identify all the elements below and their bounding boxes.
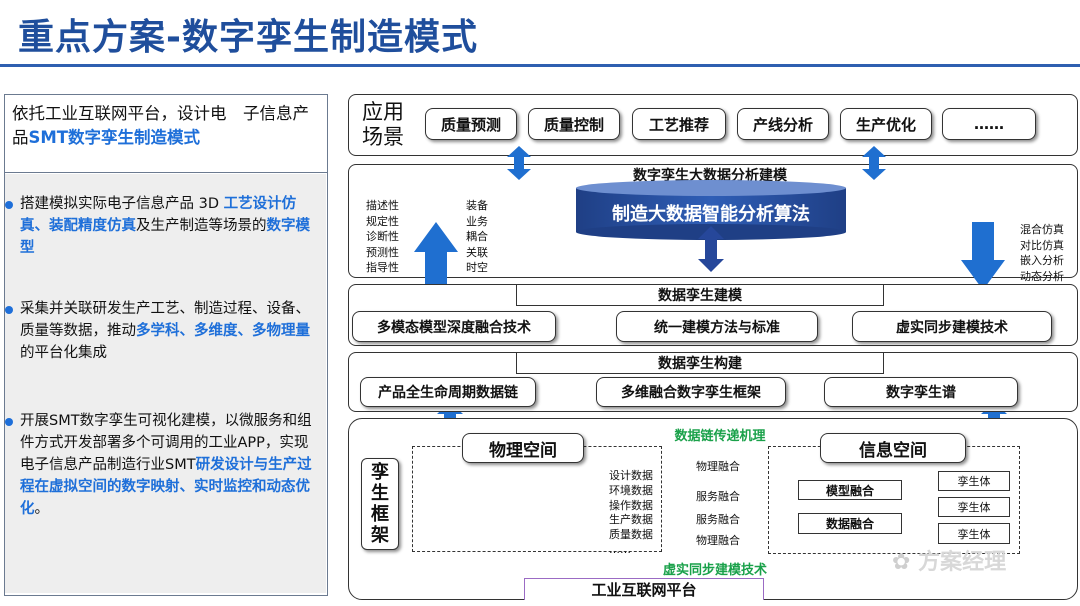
data-list-item: 操作数据 [609,498,653,512]
platform-label: 工业互联网平台 [524,578,764,600]
analytics-left-col1: 描述性 规定性 诊断性 预测性 指导性 [366,198,399,276]
scenario-quality-control: 质量控制 [528,108,620,140]
bullet-1-a: 搭建模拟实际电子信息产品 3D [20,196,224,212]
bullet-dot [5,201,13,209]
bullet-2-hl: 多学科、多维度、多物理量 [136,323,310,339]
top-link-label: 数据链传递机理 [674,428,766,444]
analytics-term: 时空 [466,261,488,274]
modeling-unified: 统一建模方法与标准 [616,311,818,342]
analytics-term: 装备 [466,199,488,212]
arrow-label: 物理融合 [696,460,740,473]
info-space-title: 信息空间 [820,433,966,463]
model-fusion-box: 模型融合 [798,480,902,500]
bullet-dot [5,418,13,426]
twin-box: 孪生体 [938,471,1010,491]
page-title: 重点方案-数字孪生制造模式 [18,17,478,58]
physical-space-area [412,446,662,552]
data-list-item: 设计数据 [609,469,653,482]
double-arrow-icon [507,146,531,180]
modeling-multimodal: 多模态模型深度融合技术 [352,311,556,342]
analytics-term: 关联 [466,245,488,259]
bottom-link-label: 虚实同步建模技术 [662,562,767,578]
framework-side-label: 孪 生 框 架 [361,458,399,550]
bullet-dot [5,306,13,314]
intro-highlight: SMT数字孪生制造模式 [28,128,201,147]
arrow-label: 服务融合 [696,513,740,526]
wechat-icon: ✿ [892,550,919,575]
analytics-title: 数字孪生大数据分析建模 [633,168,787,184]
bullet-1: 搭建模拟实际电子信息产品 3D 工艺设计仿真、装配精度仿真及生产制造等场景的数字… [5,193,320,259]
bullet-3: 开展SMT数字孪生可视化建模，以微服务和组件方式开发部署多个可调用的工业APP，… [5,410,320,520]
construction-title: 数据孪生构建 [516,352,884,374]
analytics-right-col: 混合仿真 对比仿真 嵌入分析 动态分析 [1020,222,1064,284]
intro-text-a: 依托工业互联网平台，设计电 子信息产品 [12,104,309,147]
analytics-term: 预测性 [366,245,399,259]
double-arrow-icon [862,146,886,180]
analytics-term: 对比仿真 [1020,238,1064,252]
analytics-term: 规定性 [366,214,399,228]
intro-divider [4,172,327,173]
framework-side-char: 孪 [371,462,389,483]
data-fusion-box: 数据融合 [798,513,902,534]
data-list: 设计数据 环境数据 操作数据 生产数据 质量数据 …… [609,469,653,558]
data-list-item: 质量数据 [609,528,653,542]
physical-space-title: 物理空间 [462,433,584,463]
scenario-more: …… [942,108,1036,140]
bullet-1-hl1: 工艺设计仿真、装配精度仿真 [20,196,297,234]
twin-box: 孪生体 [938,523,1010,544]
scenario-process-recommendation: 工艺推荐 [632,108,726,140]
title-divider [0,64,1080,67]
analytics-term: 耦合 [466,230,488,243]
framework-side-char: 架 [371,525,389,546]
data-list-item: 环境数据 [609,483,653,497]
modeling-title: 数据孪生建模 [516,284,884,306]
intro-text: 依托工业互联网平台，设计电 子信息产品SMT数字孪生制造模式 [12,102,317,150]
analytics-term: 描述性 [366,199,399,212]
arrow-label: 服务融合 [696,490,740,503]
bullet-2: 采集并关联研发生产工艺、制造过程、设备、质量等数据，推动多学科、多维度、多物理量… [5,298,320,364]
down-arrow-icon [961,222,1005,290]
analytics-term: 嵌入分析 [1020,254,1064,267]
scenario-line-analysis: 产线分析 [737,108,829,140]
arrow-label: 物理融合 [696,534,740,547]
framework-side-char: 生 [371,483,389,504]
scenario-production-optimization: 生产优化 [840,108,932,140]
analytics-term: 指导性 [366,261,399,274]
bullet-1-b: 及生产制造等场景的 [136,218,267,234]
bullets-panel [5,174,326,593]
analytics-term: 动态分析 [1020,269,1064,283]
scenario-label: 应用 场景 [362,100,422,150]
up-arrow-icon [414,222,458,290]
scenario-quality-prediction: 质量预测 [425,108,517,140]
double-arrow-icon [698,226,724,272]
bullet-3-a: 开展SMT数字孪生可视化建模，以微服务和组件方式开发部署多个可调用的工业APP，… [20,413,312,473]
framework-side-char: 框 [371,504,389,525]
analytics-term: 业务 [466,214,488,228]
analytics-term: 诊断性 [366,230,399,243]
construction-framework: 多维融合数字孪生框架 [596,377,786,407]
scenario-label-1: 应用 [362,100,404,124]
modeling-sync: 虚实同步建模技术 [852,311,1052,342]
construction-lifecycle-chain: 产品全生命周期数据链 [360,377,536,407]
analytics-term: 混合仿真 [1020,223,1064,236]
cylinder-label: 制造大数据智能分析算法 [612,204,810,225]
scenario-label-2: 场景 [362,125,404,149]
database-cylinder-icon [576,180,846,240]
bullet-3-b: 。 [34,501,50,517]
bullet-3-hl: 研发设计与生产过程在虚拟空间的数字映射、实时监控和动态优化 [20,457,312,517]
data-list-item: 生产数据 [609,513,653,527]
bullet-2-b: 的平台化集成 [20,345,107,361]
twin-box: 孪生体 [938,497,1010,517]
construction-spectrum: 数字孪生谱 [824,377,1018,407]
data-list-item: …… [609,542,631,556]
bullet-2-a: 采集并关联研发生产工艺、制造过程、设备、质量等数据，推动 [20,301,310,339]
watermark-text: 方案经理 [918,550,1007,575]
watermark: ✿ 方案经理 [892,544,1006,576]
bullet-1-hl2: 数字模型 [20,218,310,256]
analytics-left-col2: 装备 业务 耦合 关联 时空 [466,198,488,276]
